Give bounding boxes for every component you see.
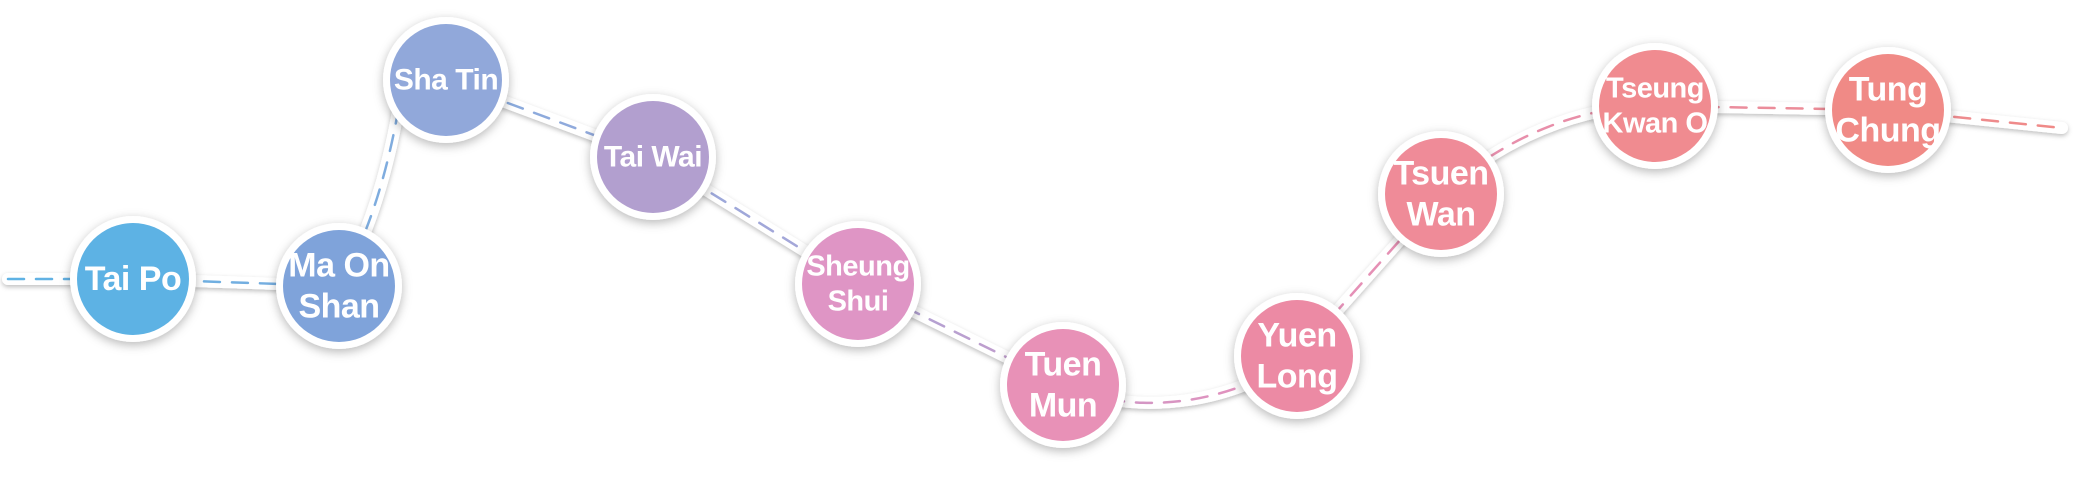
station-node: Tai Po: [70, 216, 196, 342]
station-circle: [1385, 138, 1497, 250]
station-circle: [390, 24, 502, 136]
station-label: Ma On: [288, 246, 389, 284]
route-road: [2, 74, 2068, 409]
station-circle: [77, 223, 189, 335]
station-label: Wan: [1406, 196, 1475, 234]
station-label: Sheung: [806, 250, 909, 282]
station-circle: [1599, 50, 1711, 162]
station-circle: [1241, 300, 1353, 412]
station-label: Kwan O: [1603, 108, 1708, 140]
station-label: Tuen: [1025, 345, 1102, 383]
station-label: Shan: [298, 288, 379, 326]
station-label: Tai Wai: [604, 141, 702, 174]
station-label: Shui: [828, 286, 889, 318]
station-circle: [1832, 54, 1944, 166]
station-circle: [283, 230, 395, 342]
station-label: Long: [1256, 358, 1337, 396]
road-center-dash: [6, 78, 2064, 405]
station-label: Chung: [1835, 112, 1940, 150]
station-label: Tsuen: [1393, 154, 1488, 192]
station-label: Tai Po: [85, 260, 182, 298]
station-label: Mun: [1029, 387, 1097, 425]
station-label: Sha Tin: [394, 64, 498, 97]
station-label: Tung: [1849, 70, 1928, 108]
station-circle: [597, 101, 709, 213]
station-node: Ma On Shan: [276, 223, 402, 349]
station-label: Yuen: [1257, 316, 1336, 354]
station-circle: [802, 228, 914, 340]
station-node: Sha Tin: [383, 17, 509, 143]
station-circle: [1007, 329, 1119, 441]
station-label: Tseung: [1606, 72, 1704, 104]
station-node: Tai Wai: [590, 94, 716, 220]
